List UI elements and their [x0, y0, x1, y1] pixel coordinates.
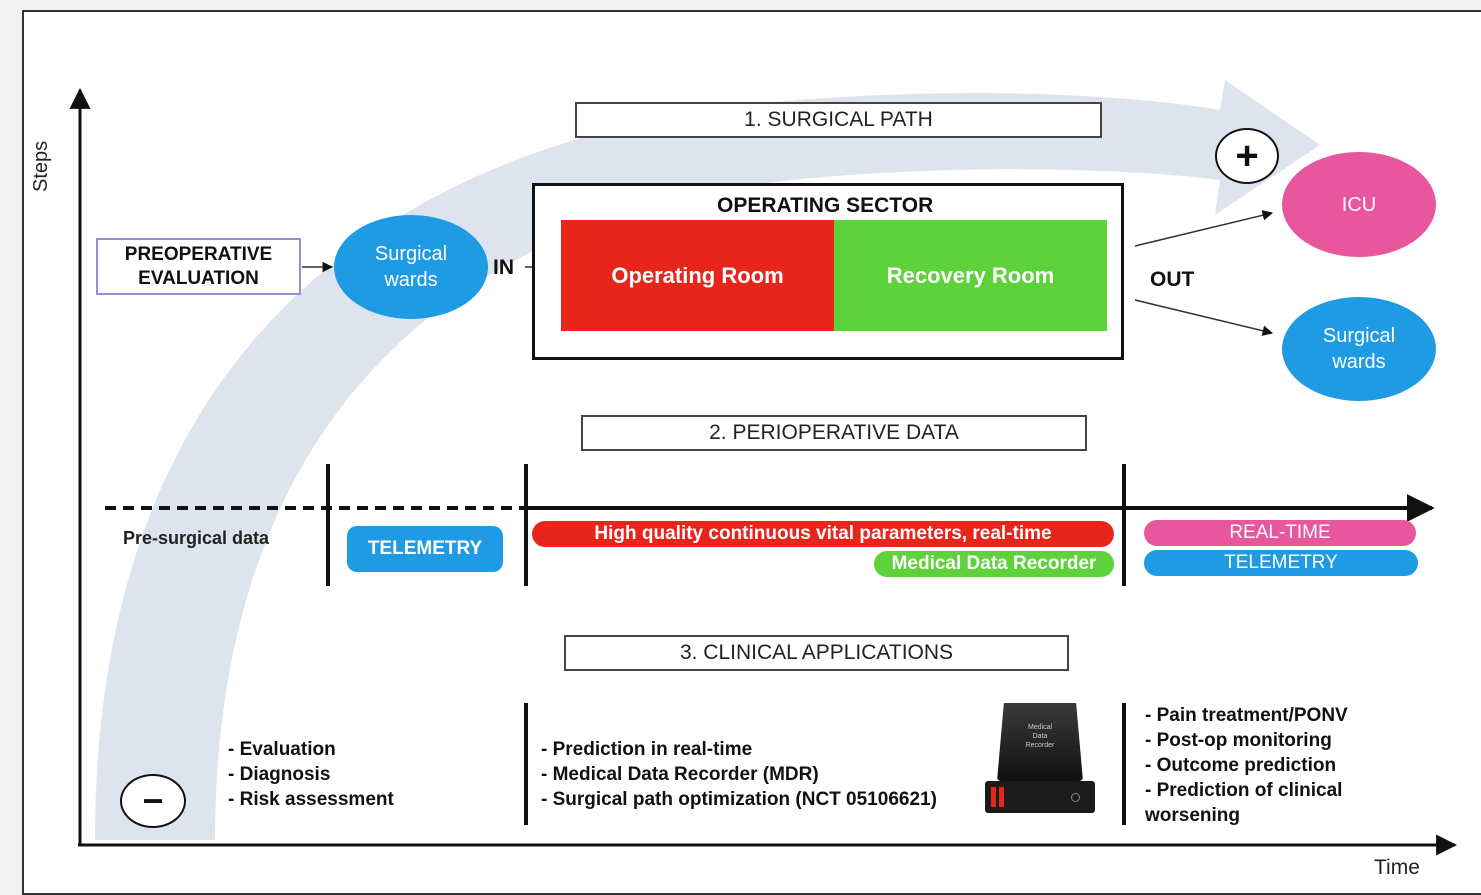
- applications-list-1: Evaluation Diagnosis Risk assessment: [228, 737, 394, 812]
- operating-room-block: Operating Room: [561, 220, 834, 331]
- list-item: Post-op monitoring: [1145, 728, 1395, 753]
- list-item: Surgical path optimization (NCT 05106621…: [541, 787, 937, 812]
- device-body: [997, 703, 1083, 781]
- in-label: IN: [493, 256, 514, 279]
- list-item: Pain treatment/PONV: [1145, 703, 1395, 728]
- icu-node: ICU: [1282, 152, 1436, 257]
- medical-data-recorder-badge: Medical Data Recorder: [874, 551, 1114, 577]
- separator-5: [1122, 703, 1126, 825]
- list-item: Diagnosis: [228, 762, 394, 787]
- separator-4: [524, 703, 528, 825]
- list-item: Medical Data Recorder (MDR): [541, 762, 937, 787]
- list-item: Outcome prediction: [1145, 753, 1395, 778]
- high-quality-vital-params-badge: High quality continuous vital parameters…: [532, 521, 1114, 547]
- preop-line-2: EVALUATION: [138, 267, 259, 289]
- applications-list-3: Pain treatment/PONV Post-op monitoring O…: [1145, 703, 1395, 828]
- separator-2: [524, 464, 528, 586]
- applications-list-2: Prediction in real-time Medical Data Rec…: [541, 737, 937, 812]
- surgical-wards-1-label: Surgical wards: [374, 243, 448, 291]
- surgical-wards-node-1: Surgical wards: [334, 215, 488, 319]
- device-red-stripe-2: [999, 787, 1004, 807]
- out-label: OUT: [1150, 268, 1195, 291]
- operating-sector-title: OPERATING SECTOR: [717, 194, 934, 217]
- device-red-stripe-1: [991, 787, 996, 807]
- minus-icon: −: [120, 774, 186, 828]
- arrow-to-wards: [1134, 299, 1274, 336]
- recovery-room-label: Recovery Room: [886, 262, 1055, 288]
- header-perioperative-data: 2. PERIOPERATIVE DATA: [581, 415, 1087, 451]
- telemetry-badge-1: TELEMETRY: [347, 526, 503, 572]
- preoperative-evaluation-box: PREOPERATIVE EVALUATION: [96, 238, 301, 295]
- header-surgical-path: 1. SURGICAL PATH: [575, 102, 1102, 138]
- pre-surgical-data-label: Pre-surgical data: [123, 528, 270, 548]
- device-button: [1071, 793, 1080, 802]
- list-item: Prediction in real-time: [541, 737, 937, 762]
- arrow-to-icu: [1134, 210, 1274, 247]
- list-item: Prediction of clinical worsening: [1145, 778, 1395, 828]
- surgical-wards-2-label: Surgical wards: [1322, 325, 1396, 373]
- list-item: Risk assessment: [228, 787, 394, 812]
- header-clinical-applications: 3. CLINICAL APPLICATIONS: [564, 635, 1069, 671]
- medical-data-recorder-device-icon: Medical Data Recorder: [985, 703, 1095, 813]
- separator-1: [326, 464, 330, 586]
- operating-room-label: Operating Room: [611, 262, 784, 288]
- icu-label: ICU: [1341, 193, 1377, 216]
- list-item: Evaluation: [228, 737, 394, 762]
- surgical-wards-node-2: Surgical wards: [1282, 297, 1436, 401]
- recovery-room-block: Recovery Room: [834, 220, 1107, 331]
- plus-icon: +: [1215, 128, 1279, 184]
- telemetry-badge-2: TELEMETRY: [1144, 550, 1418, 576]
- real-time-badge: REAL-TIME: [1144, 520, 1416, 546]
- x-axis-label: Time: [1374, 856, 1420, 879]
- preop-line-1: PREOPERATIVE: [124, 243, 273, 265]
- y-axis-label: Steps: [30, 140, 52, 192]
- device-label: Medical Data Recorder: [1025, 724, 1055, 749]
- separator-3: [1122, 464, 1126, 586]
